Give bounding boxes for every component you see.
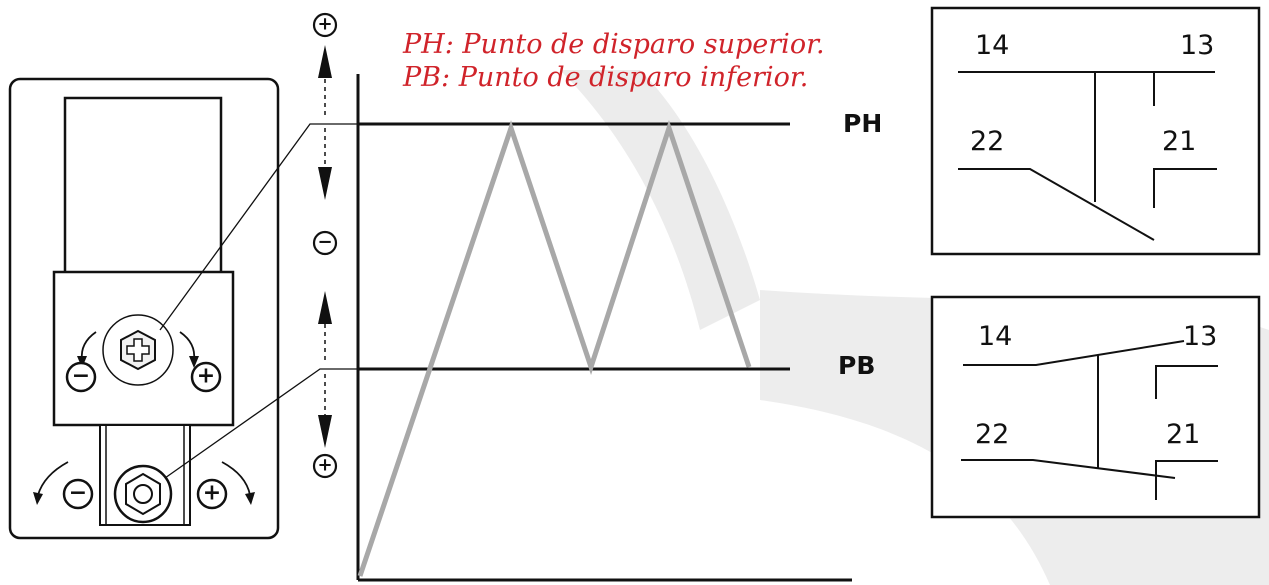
ph-up-arrowhead-icon xyxy=(318,45,332,78)
pb-rotate-left-arrow-icon xyxy=(37,461,69,496)
ph-leader-line xyxy=(159,123,358,331)
svg-text:+: + xyxy=(317,14,332,35)
ph-contact-13-stub xyxy=(1153,71,1182,106)
svg-text:−: − xyxy=(69,481,87,506)
pb-contact-14-lever xyxy=(963,340,1185,366)
pb-adjust-nut-hole xyxy=(133,484,153,504)
pb-rotate-left-arrowhead xyxy=(33,492,43,505)
pb-contact-diagram: 14 13 22 21 xyxy=(930,295,1261,519)
ph-plus-icon: + xyxy=(190,361,222,393)
scale-bottom-plus-icon: + xyxy=(312,453,338,479)
pb-contact-21-stub xyxy=(1155,460,1218,500)
ph-screw-cross-icon xyxy=(126,338,150,362)
ph-rotate-right-arrowhead xyxy=(189,356,199,368)
svg-text:+: + xyxy=(203,481,221,506)
scale-top-plus-icon: + xyxy=(312,12,338,38)
scale-mid-minus-icon: − xyxy=(312,230,338,256)
pressure-wave xyxy=(357,120,752,577)
legend-ph-text: PH: Punto de disparo superior. xyxy=(402,29,825,60)
pb-plus-icon: + xyxy=(196,478,228,510)
sign-icons: − + − + + − + xyxy=(62,12,338,510)
pb-terminal-14: 14 xyxy=(978,321,1012,352)
svg-text:+: + xyxy=(197,364,215,389)
ph-terminal-21: 21 xyxy=(1162,126,1196,157)
ph-contact-diagram: 14 13 22 21 xyxy=(930,6,1261,256)
pressure-switch-body xyxy=(8,77,280,540)
ph-down-arrowhead-icon xyxy=(318,167,332,200)
pb-minus-icon: − xyxy=(62,478,94,510)
ph-level-label: PH xyxy=(843,109,882,138)
pb-terminal-21: 21 xyxy=(1166,419,1200,450)
pb-up-arrowhead-icon xyxy=(318,291,332,324)
ph-contact-22-lever xyxy=(958,168,1155,241)
watermark-shape-upper xyxy=(560,70,760,330)
ph-terminal-13: 13 xyxy=(1180,30,1214,61)
svg-text:+: + xyxy=(317,455,332,476)
switch-top-housing xyxy=(63,96,223,275)
pressure-graph xyxy=(356,74,852,582)
svg-text:−: − xyxy=(72,364,90,389)
pb-contact-frame xyxy=(930,295,1261,519)
ph-terminal-22: 22 xyxy=(970,126,1004,157)
pb-contact-22-bar xyxy=(961,459,1176,479)
ph-terminal-14: 14 xyxy=(975,30,1009,61)
pb-rotate-right-arrow-icon xyxy=(221,461,251,496)
pb-down-arrowhead-icon xyxy=(318,415,332,448)
svg-text:−: − xyxy=(317,232,332,253)
pb-rotate-right-arrowhead xyxy=(245,492,255,505)
pb-terminal-13: 13 xyxy=(1183,321,1217,352)
pb-terminal-22: 22 xyxy=(975,419,1009,450)
legend-pb-text: PB: Punto de disparo inferior. xyxy=(402,62,808,93)
pb-leader-line xyxy=(164,368,358,479)
pb-contact-13-stub xyxy=(1155,365,1218,399)
ph-contact-21-stub xyxy=(1153,168,1217,208)
ph-minus-icon: − xyxy=(65,361,97,393)
pb-level-label: PB xyxy=(838,351,875,380)
adjustment-arrows xyxy=(318,45,332,448)
